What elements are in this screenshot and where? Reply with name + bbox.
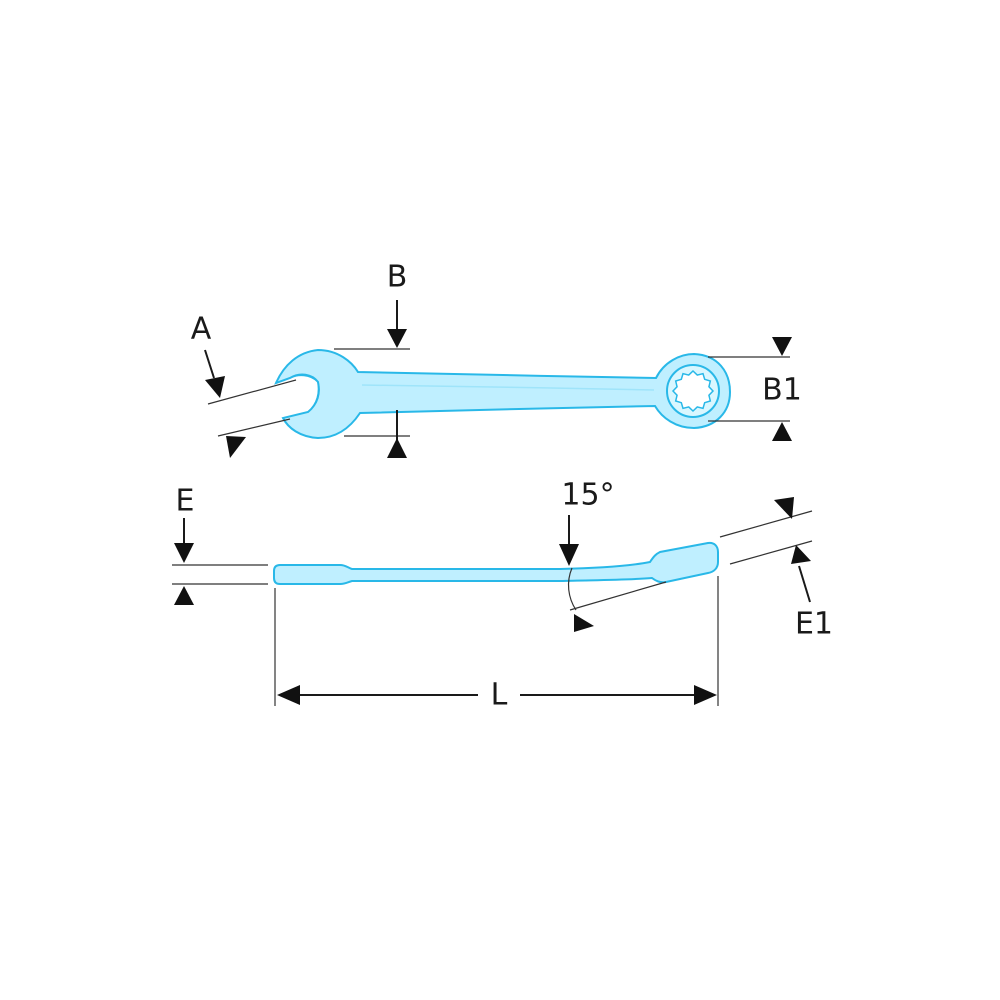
dim-a-arrow-bottom bbox=[226, 436, 246, 458]
dim-a-leader bbox=[204, 349, 215, 379]
label-b1: B1 bbox=[762, 373, 802, 408]
dim-b-arrow-top bbox=[387, 329, 407, 348]
dimension-e: E bbox=[172, 484, 268, 605]
dim-e1-extension-top bbox=[719, 510, 813, 538]
dim-b1-arrow-top bbox=[772, 337, 792, 356]
label-e: E bbox=[176, 484, 195, 519]
dim-l-arrow-right bbox=[694, 685, 717, 705]
dim-e1-arrow-bottom bbox=[791, 545, 811, 564]
angle-arrow-top bbox=[559, 544, 579, 566]
label-e1: E1 bbox=[795, 607, 833, 642]
label-b: B bbox=[387, 260, 408, 295]
twelve-point-bore bbox=[671, 369, 715, 413]
open-jaw-edge bbox=[289, 374, 320, 413]
dim-b-arrow-bottom bbox=[387, 438, 407, 458]
dimension-l: L bbox=[274, 576, 719, 713]
wrench-side-view bbox=[273, 541, 719, 585]
angle-arrow-bottom bbox=[574, 614, 594, 632]
label-angle: 15° bbox=[561, 478, 614, 513]
label-l: L bbox=[491, 678, 508, 713]
dim-e1-arrow-top bbox=[774, 497, 794, 519]
dimension-b: B bbox=[334, 260, 410, 458]
dimension-b1: B1 bbox=[708, 337, 802, 441]
dimension-e1: E1 bbox=[719, 497, 833, 642]
dim-e-arrow-top bbox=[174, 543, 194, 563]
wrench-side-body bbox=[273, 541, 719, 585]
dim-e1-extension-bottom bbox=[729, 540, 813, 565]
dimension-a: A bbox=[191, 312, 297, 458]
dim-a-extension-top bbox=[207, 379, 297, 405]
dim-a-extension-bottom bbox=[217, 418, 291, 437]
dim-e-arrow-bottom bbox=[174, 586, 194, 605]
dim-a-arrow-top bbox=[205, 376, 225, 398]
dim-e1-leader bbox=[798, 565, 811, 603]
label-a: A bbox=[191, 312, 212, 347]
wrench-top-body bbox=[274, 348, 732, 440]
dim-l-arrow-left bbox=[277, 685, 300, 705]
ring-end bbox=[666, 364, 720, 418]
wrench-top-view bbox=[274, 348, 732, 440]
dimension-angle: 15° bbox=[559, 478, 667, 632]
shank-highlight bbox=[361, 384, 655, 391]
dim-b1-arrow-bottom bbox=[772, 422, 792, 441]
angle-ref-line bbox=[569, 581, 667, 611]
angle-arc bbox=[567, 567, 577, 611]
